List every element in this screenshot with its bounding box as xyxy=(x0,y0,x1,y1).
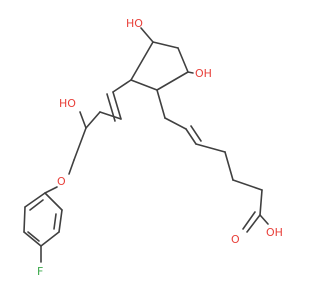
chain-bond xyxy=(232,179,263,191)
cyclopentane-ring xyxy=(130,41,189,91)
aryl-inner-bond xyxy=(27,231,40,242)
aryl-bond xyxy=(44,192,63,211)
hydroxyl-ring-right-label: OH xyxy=(195,67,212,80)
aryl-inner-bond xyxy=(53,213,57,230)
c-oh-bond xyxy=(187,71,194,74)
c-o-bond xyxy=(68,159,75,175)
aryl-inner-bond xyxy=(29,199,44,211)
aryl-bond xyxy=(58,209,63,233)
ring-bond xyxy=(177,47,189,73)
double-bond xyxy=(185,128,197,145)
hydroxyl-chain-label: HO xyxy=(59,97,76,110)
chain-bond xyxy=(164,117,187,130)
left-alkene-chain xyxy=(73,79,132,161)
carbonyl-inner-bond xyxy=(242,211,256,230)
aryl-bond xyxy=(23,231,42,247)
chain-bond xyxy=(99,111,122,120)
chain-bond xyxy=(224,151,234,181)
ring-bond xyxy=(152,41,179,49)
right-acid-chain xyxy=(156,89,263,216)
o-aryl-bond xyxy=(44,186,58,194)
c-oh-bond xyxy=(259,214,269,225)
molecule-structure-diagram: HO OH HO O F xyxy=(23,17,283,278)
chain-bond xyxy=(156,89,166,119)
aryl-bond xyxy=(40,231,60,247)
ring-bond xyxy=(156,71,189,91)
aryl-bond xyxy=(23,206,26,233)
ring-bond xyxy=(130,79,158,91)
chain-bond xyxy=(259,189,263,216)
fluorine-label: F xyxy=(37,265,43,278)
chain-bond xyxy=(85,111,101,129)
chain-bond xyxy=(195,143,226,153)
fluorophenyl-ring xyxy=(23,192,63,247)
ether-oxygen-label: O xyxy=(57,175,66,188)
hydroxyl-top-label: HO xyxy=(126,17,143,30)
carbonyl-bond xyxy=(246,214,261,233)
chain-bond xyxy=(73,127,87,161)
c-oh-bond xyxy=(79,111,87,129)
chain-bond xyxy=(112,79,132,93)
acid-carbonyl-oxygen-label: O xyxy=(231,233,240,246)
double-bond-inner xyxy=(190,125,202,142)
ring-bond xyxy=(130,41,154,81)
acid-oh-label: OH xyxy=(266,226,283,239)
aryl-bond xyxy=(24,192,46,208)
carboxylic-acid-group: OH O xyxy=(231,211,283,246)
double-bond xyxy=(112,91,122,120)
c-oh-bond xyxy=(140,27,154,43)
